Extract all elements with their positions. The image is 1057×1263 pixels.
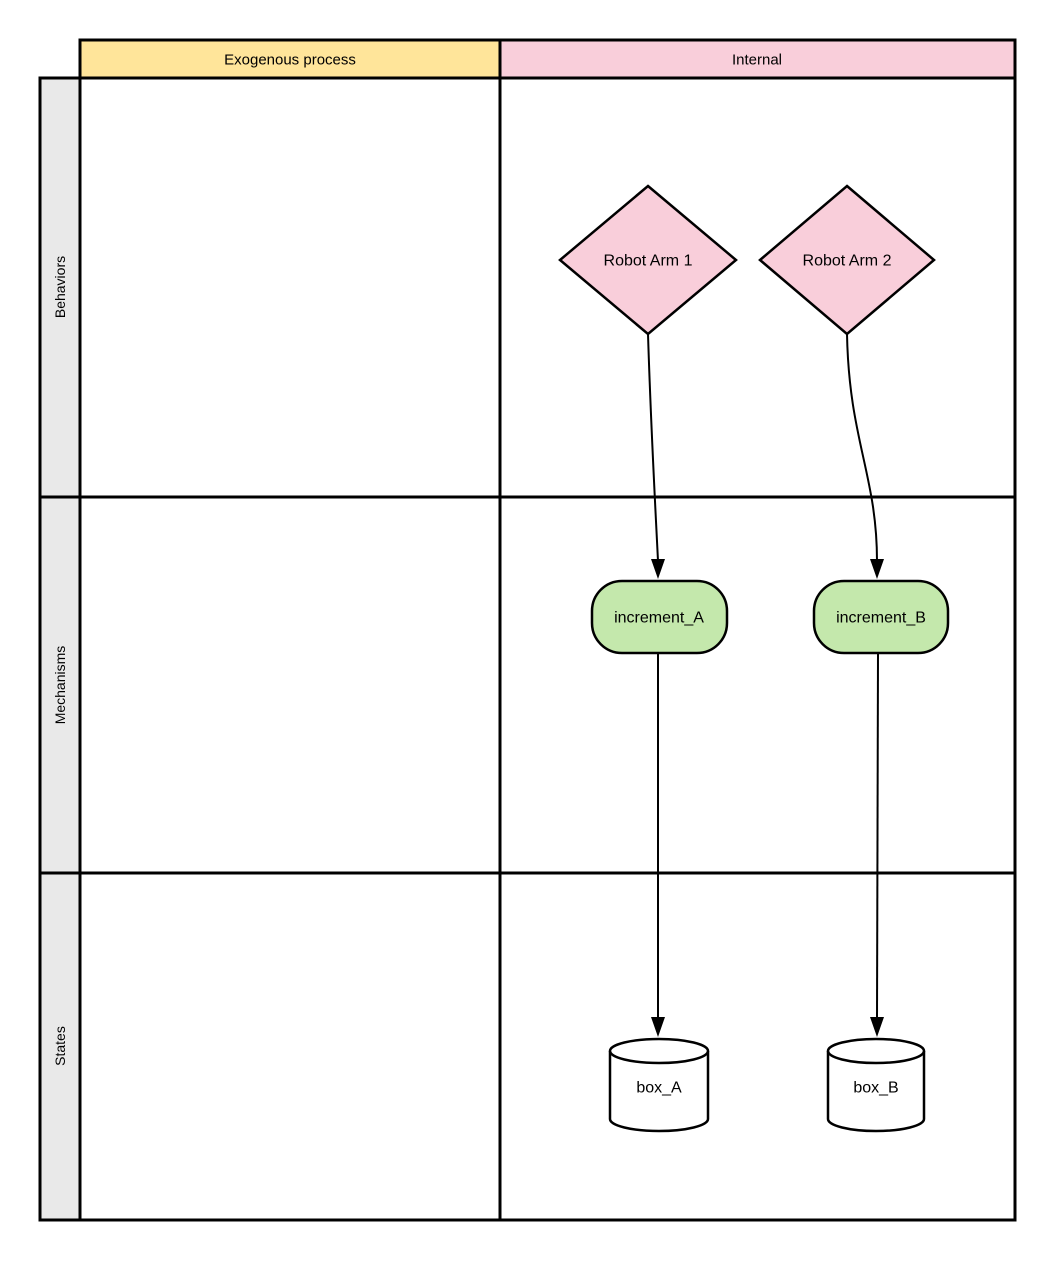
column-header-exogenous-process-label: Exogenous process (224, 51, 356, 68)
column-header-internal-label: Internal (732, 51, 782, 68)
cell-mechanisms-internal (498, 495, 1017, 875)
edge-robot-arm-2-to-increment-b (846, 333, 884, 579)
row-header-mechanisms-label: Mechanisms (52, 646, 68, 725)
node-robot-arm-2-label: Robot Arm 2 (803, 253, 892, 270)
edge-increment-b-to-box-b (870, 652, 884, 1037)
node-box-a: box_A (608, 1037, 710, 1133)
node-box-b: box_B (826, 1037, 926, 1133)
arrowhead-icon (651, 1017, 665, 1037)
cylinder-top-arc (826, 1050, 926, 1065)
arrowhead-icon (870, 1017, 884, 1037)
column-header-exogenous-process (78, 38, 502, 80)
row-header-behaviors-label: Behaviors (52, 256, 68, 318)
cylinder-top-arc (608, 1050, 710, 1065)
arrowhead-icon (651, 559, 665, 579)
cell-mechanisms-exogenous (78, 495, 502, 875)
node-increment-b (812, 579, 950, 655)
node-robot-arm-1-label: Robot Arm 1 (604, 253, 693, 270)
cell-states-internal (498, 871, 1017, 1222)
row-header-states-label: States (52, 1026, 68, 1066)
node-increment-b-label: increment_B (836, 610, 926, 627)
node-robot-arm-1 (558, 184, 738, 336)
row-header-states (38, 871, 82, 1222)
row-header-mechanisms (38, 495, 82, 875)
arrowhead-icon (870, 559, 884, 579)
node-increment-a (590, 579, 729, 655)
cell-behaviors-exogenous (78, 76, 502, 499)
cell-states-exogenous (78, 871, 502, 1222)
node-robot-arm-2 (758, 184, 936, 336)
edge-increment-a-to-box-a (651, 653, 665, 1037)
edge-robot-arm-1-to-increment-a (647, 333, 665, 579)
cell-behaviors-internal (498, 76, 1017, 499)
node-increment-a-label: increment_A (614, 610, 704, 627)
node-box-a-label: box_A (636, 1080, 682, 1097)
column-header-internal (498, 38, 1017, 80)
node-box-b-label: box_B (853, 1080, 898, 1097)
